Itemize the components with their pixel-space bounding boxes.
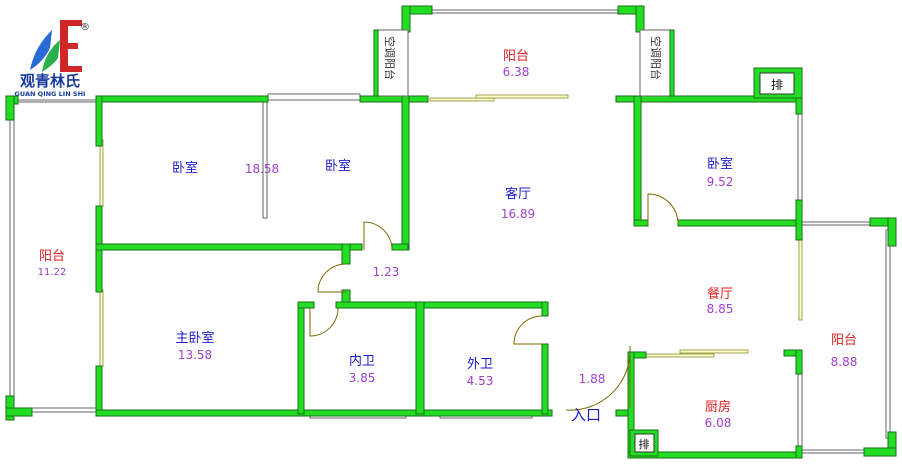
room-name-dining: 餐厅 (707, 286, 733, 302)
window-bedroom-top (267, 93, 361, 101)
sliding-doors (99, 94, 803, 367)
room-area-corridor: 1.88 (579, 372, 606, 386)
logo-leaf-green-icon (42, 40, 60, 72)
glazing-right-balcony (885, 229, 891, 439)
door-bath-out (513, 315, 543, 345)
room-name-bath-out: 外卫 (467, 357, 493, 372)
window-kitchen (797, 371, 803, 449)
glazing-left-balcony (9, 99, 15, 413)
room-area-dining: 8.85 (707, 302, 734, 316)
room-name-bedroom-right: 卧室 (707, 156, 733, 172)
swing-doors (309, 193, 679, 411)
room-area-balcony-right: 8.88 (831, 355, 858, 369)
logo-registered-mark: ® (80, 22, 90, 33)
room-area-master: 13.58 (178, 348, 212, 362)
room-name-kitchen: 厨房 (705, 399, 731, 415)
partition-bedroom (262, 99, 268, 219)
door-bedroom (363, 221, 393, 251)
room-area-hall: 1.23 (373, 265, 400, 279)
vent-label-bottom: 排 (639, 437, 650, 451)
room-name-balcony-left: 阳台 (39, 249, 65, 264)
door-bath-in (309, 307, 339, 337)
room-labels: 阳台 6.38 阳台 11.22 卧室 18.58 卧室 卧室 9.52 客厅 … (38, 36, 858, 451)
ac-balcony-left-label: 空调阳台 (383, 36, 397, 80)
room-name-balcony-top: 阳台 (503, 49, 529, 64)
room-name-living: 客厅 (505, 186, 531, 202)
room-name-balcony-right: 阳台 (831, 333, 857, 348)
room-name-master: 主卧室 (175, 330, 214, 346)
door-entrance (565, 345, 631, 411)
room-name-bedroom-a: 卧室 (172, 160, 198, 176)
logo-name-en: GUAN QING LIN SHI (15, 90, 86, 98)
room-area-kitchen: 6.08 (705, 416, 732, 430)
room-name-bath-in: 内卫 (349, 353, 375, 369)
walls (5, 5, 897, 459)
room-area-living: 16.89 (501, 207, 535, 221)
room-area-bath-out: 4.53 (467, 374, 494, 388)
room-area-bath-in: 3.85 (349, 371, 376, 385)
room-name-bedroom-b: 卧室 (325, 158, 351, 174)
entrance-label: 入口 (571, 406, 601, 424)
brand-logo: ® 观青林氏 GUAN QING LIN SHI (6, 14, 96, 98)
door-bedroom-right (647, 193, 679, 226)
window-bedroom-right (797, 111, 803, 203)
ac-balcony-right-label: 空调阳台 (649, 36, 663, 80)
logo-name-cn: 观青林氏 (20, 72, 80, 90)
logo-leaf-blue-icon (30, 30, 52, 70)
vent-label-top: 排 (771, 78, 783, 92)
ac-balcony-left-frame (373, 29, 409, 97)
glazing-top-balcony (419, 9, 621, 14)
door-master (317, 263, 347, 293)
room-area-balcony-top: 6.38 (503, 65, 530, 79)
room-area-bedroom-b: 18.58 (245, 162, 279, 176)
room-area-balcony-left: 11.22 (38, 267, 67, 278)
room-area-bedroom-right: 9.52 (707, 175, 734, 189)
